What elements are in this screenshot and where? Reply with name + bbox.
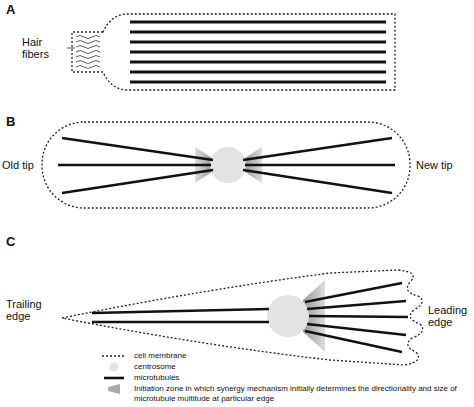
microtubules [130,22,386,82]
legend: cell membranecentrosomemicrotubulesIniti… [100,351,470,404]
microtubules [58,138,395,193]
panel-letter: B [6,116,15,128]
legend-sample [100,362,128,372]
dotted-line-sample [102,355,126,356]
cell-a [67,14,395,90]
centrosome [267,295,309,337]
cell-c [62,270,423,365]
edge-label: Leading edge [428,304,470,328]
zone-sample [108,384,120,394]
centrosome [210,147,246,183]
legend-sample [100,351,128,361]
cell-membrane [62,270,423,365]
edge-label: Trailing edge [6,298,54,322]
legend-row: cell membrane [100,351,470,361]
microtubule-sample [104,377,124,380]
hair-fibers [76,36,100,69]
microtubules [92,283,408,352]
panel-letter: C [6,236,15,248]
legend-row: centrosome [100,362,470,372]
callout-label: Hair fibers [22,36,66,60]
cell-membrane [72,14,395,90]
cell-membrane [42,122,410,208]
legend-row: microtubules [100,373,470,383]
legend-row: Initiation zone in which synergy mechani… [100,384,470,404]
legend-sample [100,373,128,383]
legend-sample [100,384,128,394]
panel-letter: A [6,4,15,16]
tip-label: New tip [416,159,453,171]
legend-text: centrosome [134,362,176,372]
centrosome-sample [110,363,119,372]
leader-line [67,48,75,49]
legend-text: microtubules [134,373,179,383]
legend-text: Initiation zone in which synergy mechani… [134,384,470,404]
legend-text: cell membrane [134,351,186,361]
tip-label: Old tip [2,159,34,171]
cell-b [42,122,410,208]
